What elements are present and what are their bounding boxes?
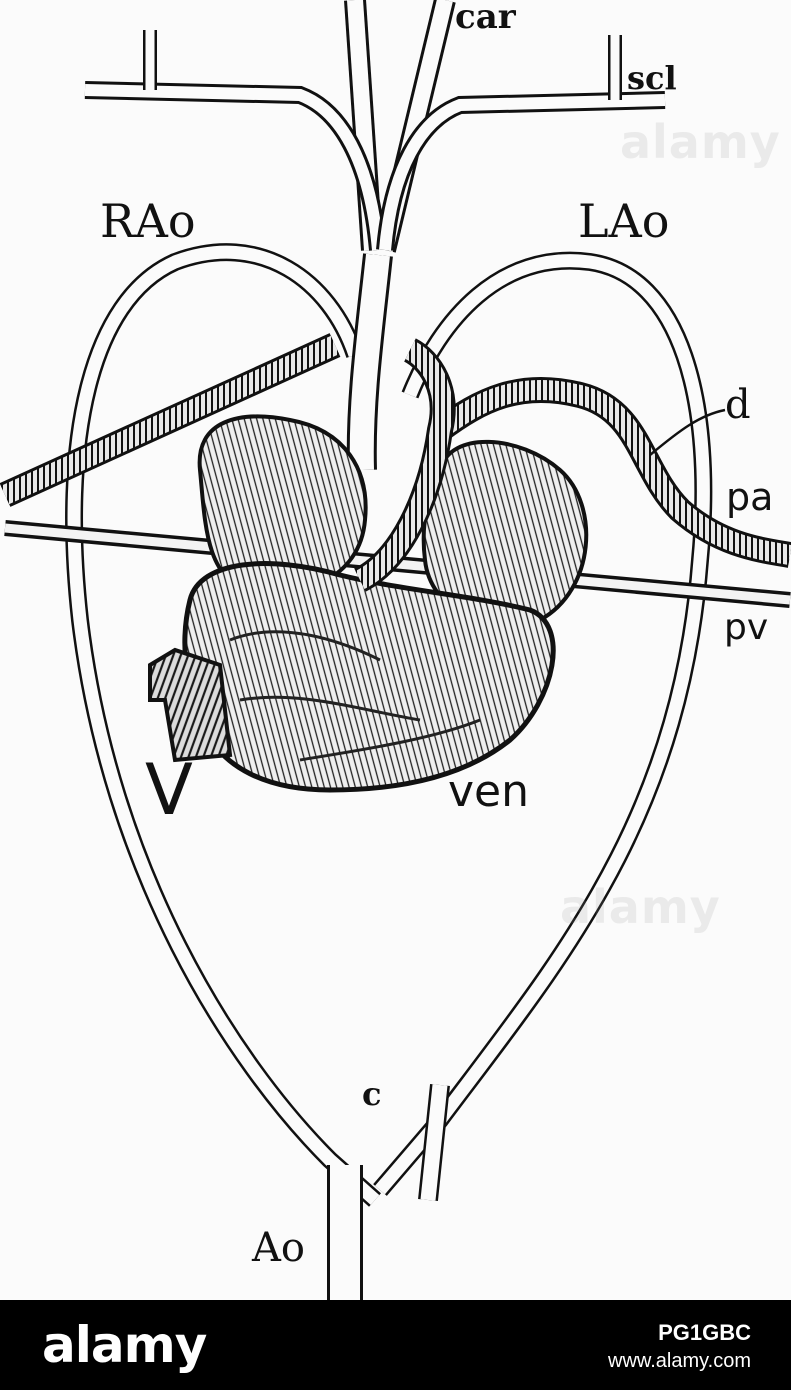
diagram-stage: car scl RAo LAo d pa pv V ven c Ao alamy… [0, 0, 791, 1300]
left-aortic-arch [373, 251, 713, 1196]
label-c: c [362, 1075, 382, 1113]
watermark-text-middle: alamy [560, 880, 721, 934]
watermark-text-top: alamy [620, 115, 781, 169]
label-lao: LAo [578, 194, 670, 248]
carotid-and-subclavian-vessels [84, 0, 666, 471]
label-ao: Ao [252, 1225, 305, 1271]
label-car: car [455, 0, 516, 37]
ductus-leader-line [649, 408, 726, 456]
right-auricle [421, 439, 589, 629]
image-code: PG1GBC [658, 1320, 751, 1345]
label-rao: RAo [100, 194, 196, 248]
label-scl: scl [627, 59, 677, 97]
heart-vessels-illustration [0, 0, 791, 1300]
pulmonary-artery [0, 333, 791, 568]
label-pa: pa [726, 475, 774, 519]
truncus-arteriosus [353, 338, 456, 592]
label-pv: pv [724, 607, 769, 648]
site-url: www.alamy.com [608, 1350, 751, 1372]
ventricle-shading [229, 630, 481, 762]
label-ven: ven [448, 766, 529, 817]
right-aortic-arch [65, 243, 381, 1207]
label-d: d [725, 382, 751, 428]
footer-bar: alamy PG1GBC www.alamy.com [0, 1300, 791, 1390]
brand-logo: alamy [42, 1316, 207, 1374]
sinus-venosus [148, 647, 233, 763]
dorsal-aorta [327, 1083, 450, 1300]
label-v: V [145, 749, 193, 831]
